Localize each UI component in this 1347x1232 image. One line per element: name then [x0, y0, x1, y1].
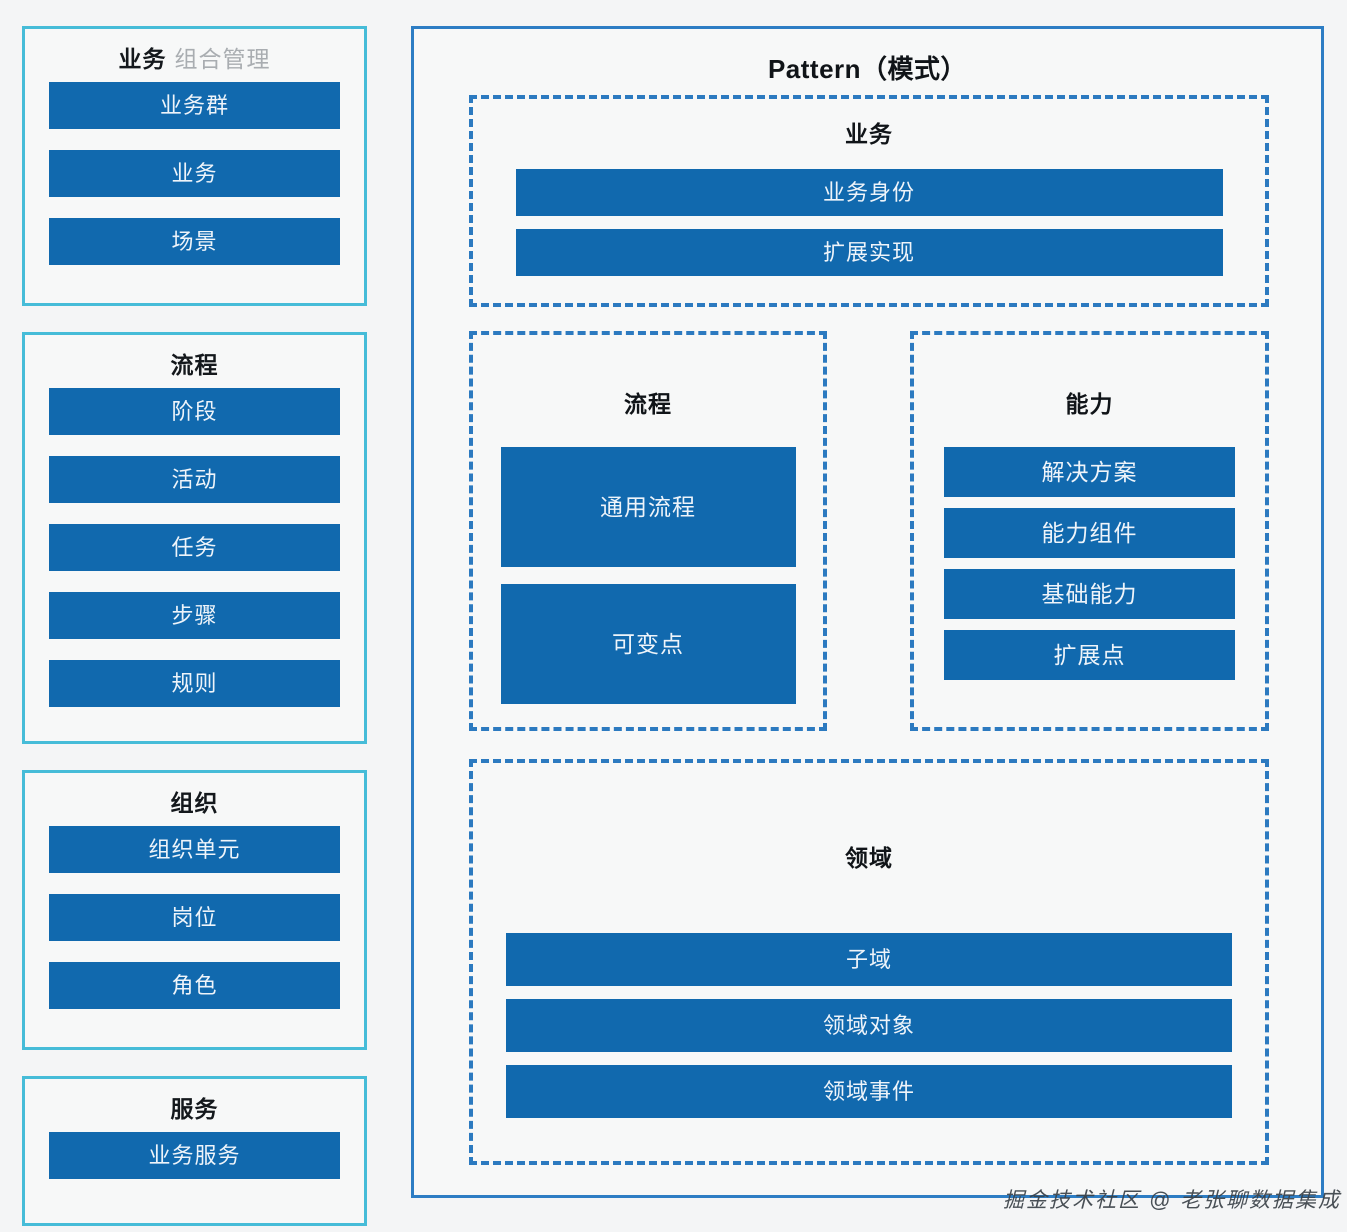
- pattern-section-capability-title: 能力: [1065, 391, 1114, 417]
- watermark: 掘金技术社区 @ 老张聊数据集成: [1003, 1189, 1341, 1212]
- list-item[interactable]: 任务: [49, 524, 340, 571]
- list-item[interactable]: 解决方案: [944, 447, 1235, 497]
- left-panel-business: 业务组合管理 业务群 业务 场景: [22, 26, 367, 306]
- list-item[interactable]: 业务: [49, 150, 340, 197]
- left-column: 业务组合管理 业务群 业务 场景 流程 阶段 活动 任务 步骤 规则: [22, 26, 367, 1226]
- left-panel-organization-title-strong: 组织: [170, 790, 219, 816]
- list-item[interactable]: 扩展实现: [515, 229, 1223, 276]
- page-title: Pattern（模式）: [767, 54, 968, 84]
- left-panel-service-title-strong: 服务: [170, 1096, 219, 1122]
- pattern-section-capability: 能力 解决方案 能力组件 基础能力 扩展点: [910, 331, 1269, 731]
- list-item[interactable]: 阶段: [49, 388, 340, 435]
- left-panel-organization-title: 组织: [25, 773, 364, 826]
- pattern-section-business-items: 业务身份 扩展实现: [473, 169, 1265, 276]
- left-panel-process: 流程 阶段 活动 任务 步骤 规则: [22, 332, 367, 744]
- list-item[interactable]: 子域: [506, 933, 1232, 986]
- list-item[interactable]: 能力组件: [944, 508, 1235, 558]
- list-item[interactable]: 活动: [49, 456, 340, 503]
- list-item[interactable]: 业务群: [49, 82, 340, 129]
- left-panel-business-title-strong: 业务: [118, 46, 167, 72]
- left-panel-organization: 组织 组织单元 岗位 角色: [22, 770, 367, 1050]
- left-panel-business-items: 业务群 业务 场景: [25, 82, 364, 265]
- left-panel-service: 服务 业务服务: [22, 1076, 367, 1226]
- pattern-section-domain-items: 子域 领域对象 领域事件: [473, 933, 1265, 1118]
- list-item[interactable]: 规则: [49, 660, 340, 707]
- list-item[interactable]: 通用流程: [500, 447, 796, 567]
- list-item[interactable]: 可变点: [500, 584, 796, 704]
- left-panel-process-title: 流程: [25, 335, 364, 388]
- left-panel-service-items: 业务服务: [25, 1132, 364, 1179]
- pattern-panel: Pattern（模式） 业务 业务身份 扩展实现 流程 通用流程 可变点 能力 …: [411, 26, 1324, 1198]
- pattern-section-domain-title: 领域: [845, 845, 893, 871]
- left-panel-business-title-muted: 组合管理: [174, 46, 271, 72]
- list-item[interactable]: 岗位: [49, 894, 340, 941]
- pattern-section-process-items: 通用流程 可变点: [473, 447, 823, 704]
- list-item[interactable]: 组织单元: [49, 826, 340, 873]
- pattern-section-process: 流程 通用流程 可变点: [469, 331, 827, 731]
- list-item[interactable]: 业务服务: [49, 1132, 340, 1179]
- list-item[interactable]: 业务身份: [515, 169, 1223, 216]
- pattern-section-process-title: 流程: [624, 391, 672, 417]
- list-item[interactable]: 扩展点: [944, 630, 1235, 680]
- pattern-section-business: 业务 业务身份 扩展实现: [469, 95, 1269, 307]
- list-item[interactable]: 步骤: [49, 592, 340, 639]
- list-item[interactable]: 角色: [49, 962, 340, 1009]
- left-panel-organization-items: 组织单元 岗位 角色: [25, 826, 364, 1009]
- left-panel-business-title: 业务组合管理: [25, 29, 364, 82]
- left-panel-service-title: 服务: [25, 1079, 364, 1132]
- list-item[interactable]: 领域对象: [506, 999, 1232, 1052]
- list-item[interactable]: 场景: [49, 218, 340, 265]
- list-item[interactable]: 基础能力: [944, 569, 1235, 619]
- left-panel-process-title-strong: 流程: [170, 352, 219, 378]
- pattern-section-business-title: 业务: [845, 121, 893, 147]
- list-item[interactable]: 领域事件: [506, 1065, 1232, 1118]
- left-panel-process-items: 阶段 活动 任务 步骤 规则: [25, 388, 364, 707]
- pattern-section-capability-items: 解决方案 能力组件 基础能力 扩展点: [914, 447, 1265, 680]
- pattern-section-domain: 领域 子域 领域对象 领域事件: [469, 759, 1269, 1165]
